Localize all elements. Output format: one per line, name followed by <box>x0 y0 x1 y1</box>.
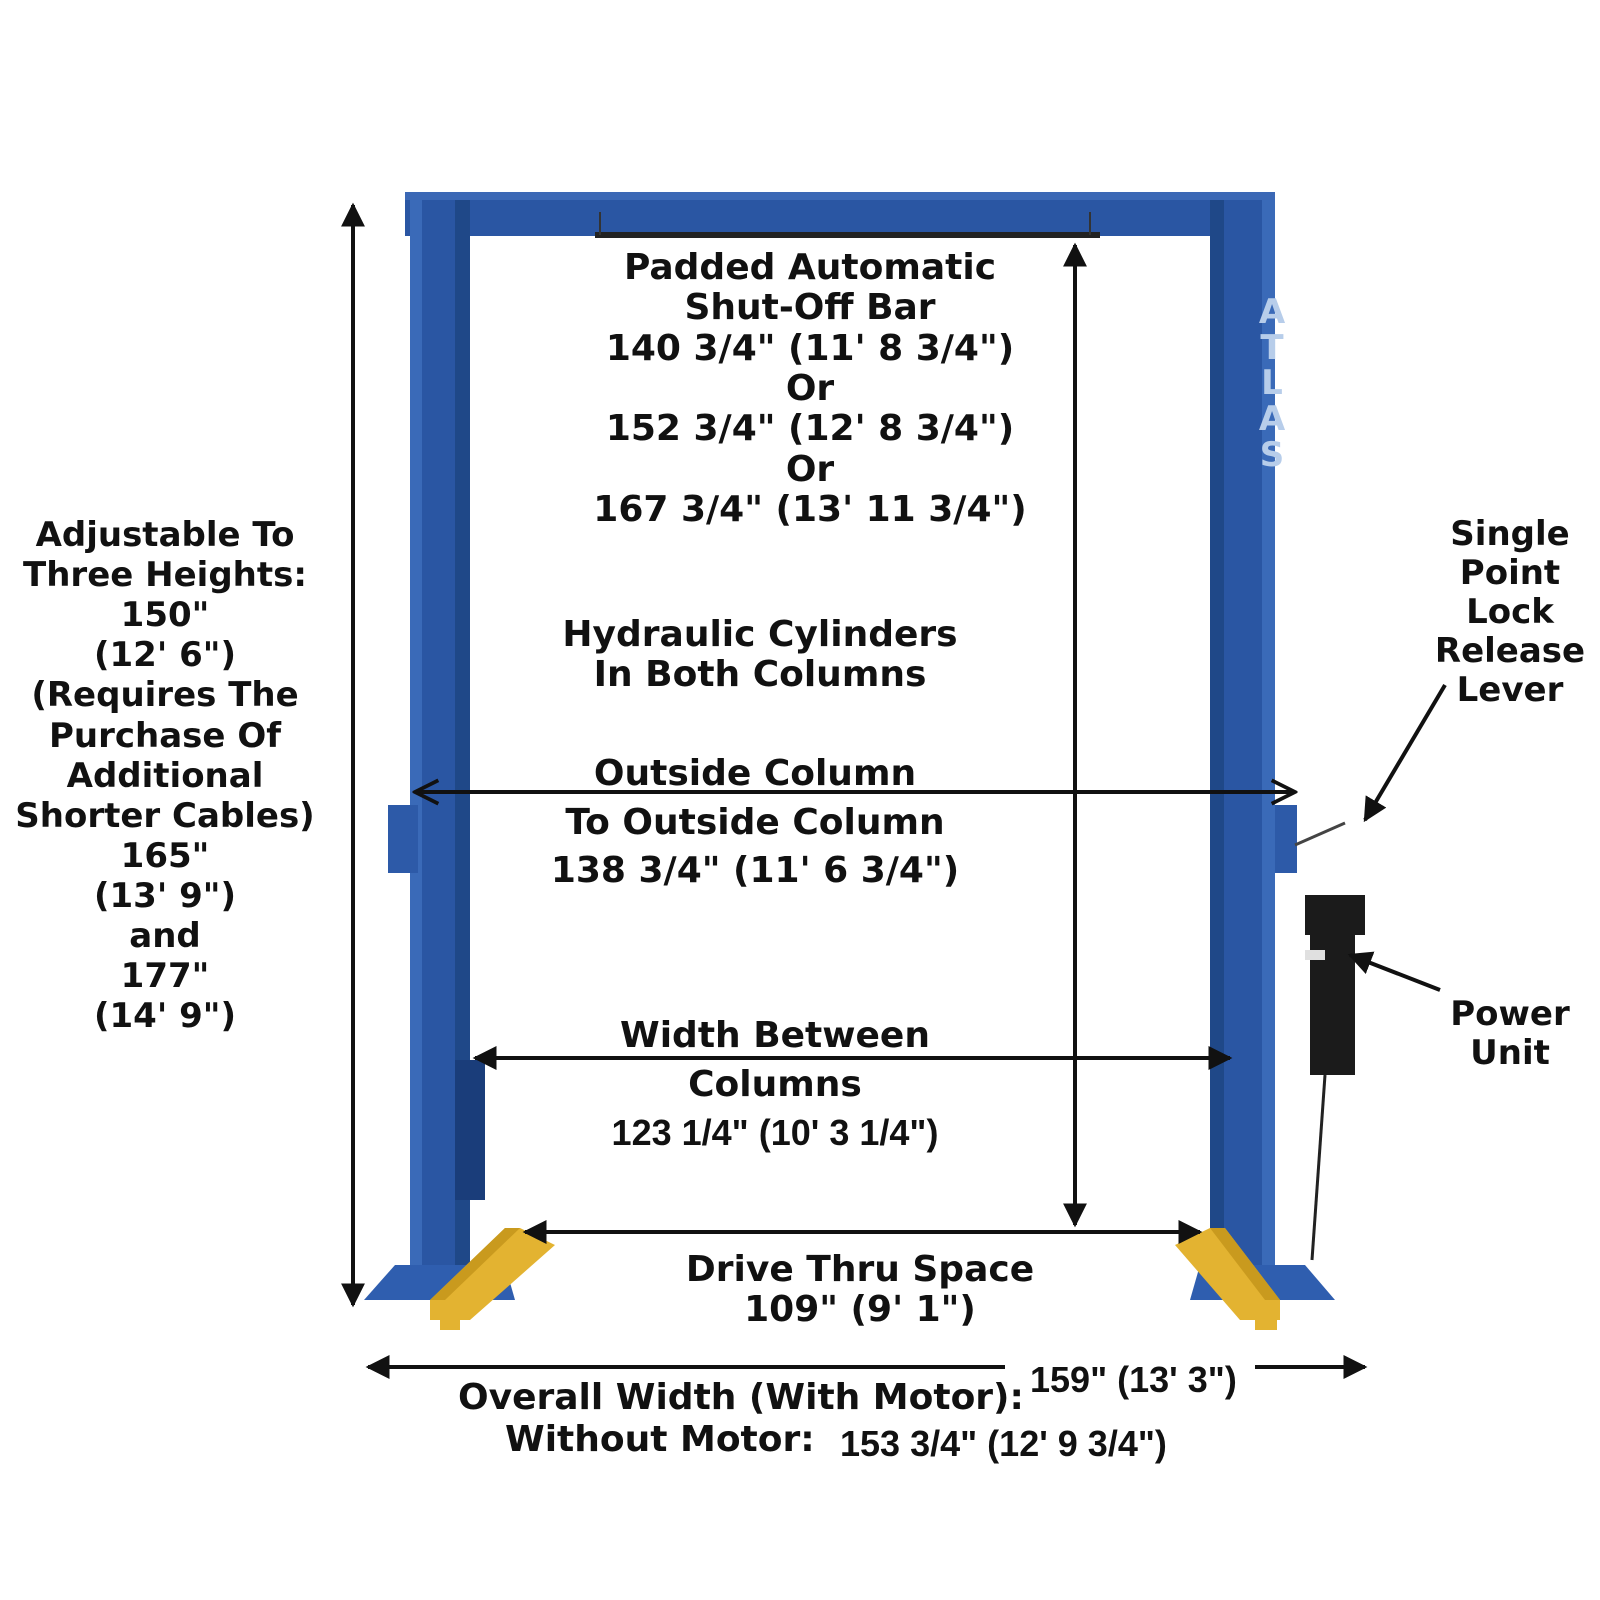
power-unit-line-2: Unit <box>1470 1033 1550 1074</box>
shutoff-bar-label: Padded Automatic Shut-Off Bar 140 3/4" (… <box>580 247 1040 530</box>
lock-release-line-1: Single <box>1450 514 1570 554</box>
dimension-arrows <box>341 202 1447 1379</box>
heights-line-10: (13' 9") <box>93 875 236 916</box>
overall-line-1: Overall Width (With Motor): <box>458 1377 1024 1418</box>
heights-line-9: 165" <box>120 835 210 876</box>
width-between-line-1: Width Between <box>620 1015 930 1056</box>
outside-line-3: 138 3/4" (11' 6 3/4") <box>550 850 960 892</box>
heights-line-13: (14' 9") <box>93 996 236 1037</box>
overall-value-1: 159" (13' 3") <box>1030 1359 1237 1400</box>
overall-line-2: Without Motor: <box>505 1419 815 1460</box>
outside-column-label: Outside Column To Outside Column 138 3/4… <box>520 750 990 896</box>
hydraulic-label: Hydraulic Cylinders In Both Columns <box>530 614 990 696</box>
shutoff-line-6: Or <box>785 448 835 490</box>
heights-line-12: 177" <box>120 956 210 997</box>
drive-thru-line-1: Drive Thru Space <box>685 1249 1035 1290</box>
heights-line-7: Additional <box>66 755 264 796</box>
heights-line-3: 150" <box>120 595 210 636</box>
hydraulic-line-2: In Both Columns <box>593 654 927 696</box>
heights-line-4: (12' 6") <box>93 635 236 676</box>
power-unit-pointer <box>1347 951 1441 992</box>
outside-line-1: Outside Column <box>593 753 917 794</box>
width-between-line-2: Columns <box>688 1063 862 1105</box>
heights-line-1: Adjustable To <box>35 515 295 555</box>
heights-label: Adjustable To Three Heights: 150" (12' 6… <box>0 515 330 1036</box>
power-unit-line-1: Power <box>1450 994 1570 1034</box>
lock-release-pointer <box>1363 683 1447 823</box>
drive-thru-line-2: 109" (9' 1") <box>744 1289 976 1331</box>
shutoff-line-2: Shut-Off Bar <box>684 287 936 329</box>
hydraulic-line-1: Hydraulic Cylinders <box>562 614 958 655</box>
shutoff-bar <box>595 232 1100 238</box>
power-unit <box>1305 895 1365 1261</box>
left-column <box>364 200 515 1300</box>
drive-thru-label: Drive Thru Space 109" (9' 1") <box>670 1249 1050 1331</box>
overall-width-label-1: Overall Width (With Motor): <box>458 1377 1024 1418</box>
shutoff-line-3: 140 3/4" (11' 8 3/4") <box>605 327 1015 369</box>
lock-release-line-3: Lock <box>1466 592 1554 633</box>
width-between-line-3: 123 1/4" (10' 3 1/4") <box>611 1112 939 1154</box>
heights-line-2: Three Heights: <box>23 555 307 596</box>
overall-value-2: 153 3/4" (12' 9 3/4") <box>840 1423 1167 1464</box>
heights-line-5: (Requires The <box>31 675 299 716</box>
lock-release-line-5: Lever <box>1456 670 1564 711</box>
left-arm-pad <box>430 1228 555 1330</box>
lock-release-line-4: Release <box>1434 631 1586 672</box>
two-post-lift <box>364 192 1365 1330</box>
power-unit-label: Power Unit <box>1435 994 1585 1074</box>
width-between-label: Width Between Columns 123 1/4" (10' 3 1/… <box>555 1012 995 1158</box>
shutoff-line-1: Padded Automatic <box>623 247 997 288</box>
brand-mark: ATLAS <box>1258 292 1286 475</box>
right-arm-pad <box>1175 1228 1280 1330</box>
heights-line-8: Shorter Cables) <box>15 795 315 836</box>
shutoff-line-7: 167 3/4" (13' 11 3/4") <box>593 488 1027 530</box>
overall-width-value-2: 153 3/4" (12' 9 3/4") <box>840 1423 1167 1464</box>
overall-width-label-2: Without Motor: <box>505 1419 815 1460</box>
overall-width-value-1: 159" (13' 3") <box>1030 1359 1237 1400</box>
lock-release-lever <box>1294 821 1346 847</box>
shutoff-line-5: 152 3/4" (12' 8 3/4") <box>605 408 1015 450</box>
heights-line-11: and <box>129 916 201 957</box>
lock-release-line-2: Point <box>1459 553 1561 594</box>
outside-line-2: To Outside Column <box>565 801 945 843</box>
heights-line-6: Purchase Of <box>48 715 282 756</box>
lock-release-label: Single Point Lock Release Lever <box>1425 514 1595 711</box>
shutoff-line-4: Or <box>785 367 835 409</box>
